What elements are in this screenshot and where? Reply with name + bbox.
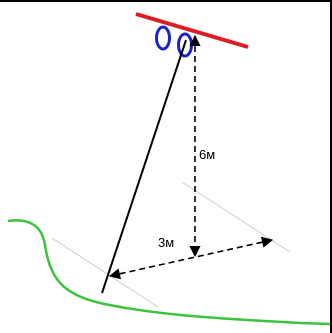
ground-line — [7, 219, 331, 326]
rope-line — [101, 39, 187, 294]
horizontal-distance-label: 3м — [158, 235, 174, 250]
guide-line-left — [51, 237, 159, 308]
horizontal-dimension-line — [108, 236, 274, 280]
anchor-bar — [135, 12, 249, 49]
guide-line-right — [181, 181, 291, 253]
vertical-distance-label: 6м — [199, 147, 215, 162]
